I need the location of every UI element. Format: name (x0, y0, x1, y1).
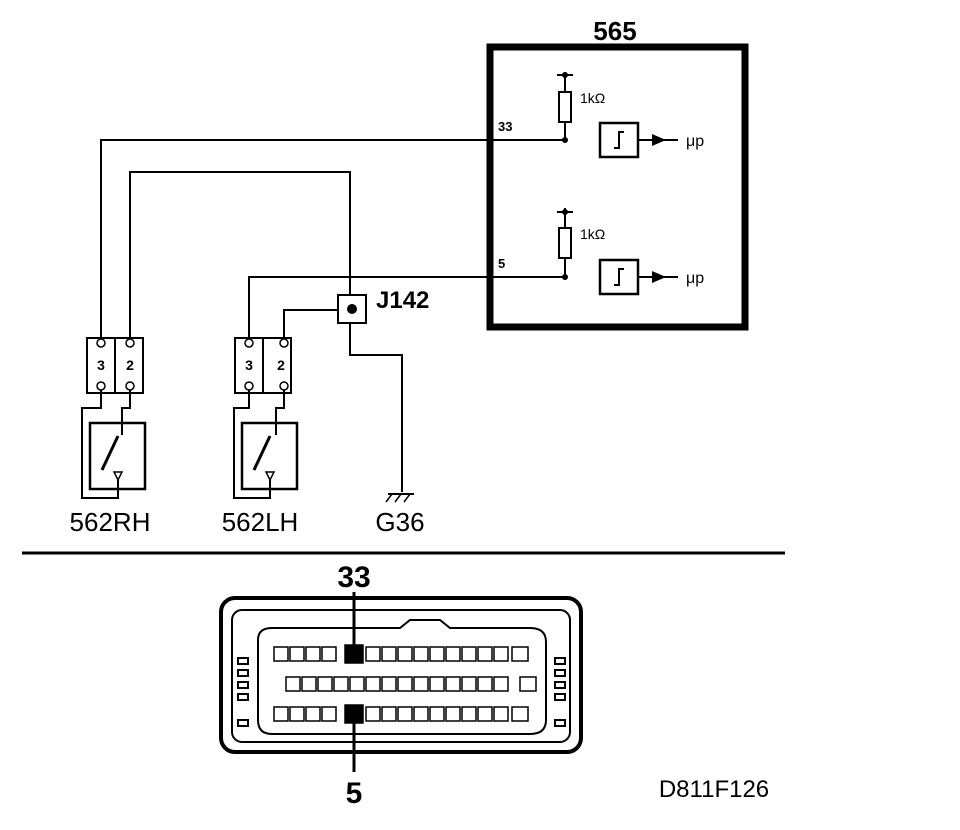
connector-inner-shell (257, 619, 547, 735)
pin-562rh-3: 3 (97, 357, 105, 373)
output-upper-label: μp (686, 133, 704, 150)
module-box (486, 43, 749, 331)
pin-upper-label: 33 (498, 119, 512, 134)
output-lower-label: μp (686, 270, 704, 287)
switch-562lh-body (240, 421, 299, 491)
figure-code: D811F126 (659, 776, 769, 803)
upper-channel: 33 1kΩ μp (498, 72, 704, 159)
pin-562lh-3: 3 (245, 357, 253, 373)
connector-outer-shell (219, 596, 583, 754)
resistor-upper-label: 1kΩ (580, 90, 605, 106)
switch-562rh: 3 2 562RH (70, 337, 151, 537)
resistor-lower (558, 227, 572, 259)
connector-bottom-pin-label: 5 (346, 777, 363, 810)
resistor-lower-label: 1kΩ (580, 226, 605, 242)
switch-562lh-label: 562LH (222, 507, 299, 537)
connector-top-pin-label: 33 (337, 561, 370, 594)
connector-pin-rows (273, 644, 537, 724)
junction-label: J142 (376, 287, 429, 314)
ground-g36: G36 (375, 493, 425, 537)
switch-562rh-label: 562RH (70, 507, 151, 537)
pin-562rh-2: 2 (126, 357, 134, 373)
wires (100, 139, 565, 492)
lower-channel: 5 1kΩ μp (498, 208, 704, 296)
switch-562rh-body (88, 421, 147, 491)
module-id: 565 (593, 16, 636, 46)
connector-pin-33 (344, 644, 364, 664)
junction-j142: J142 (337, 287, 429, 324)
ground-label: G36 (375, 507, 424, 537)
pin-562lh-2: 2 (277, 357, 285, 373)
pin-lower-label: 5 (498, 256, 505, 271)
switch-562lh: 3 2 562LH (222, 337, 299, 537)
resistor-upper (558, 91, 572, 123)
arrow-lower-icon (652, 271, 666, 283)
arrow-upper-icon (652, 134, 666, 146)
connector-view: 33 (219, 561, 583, 810)
